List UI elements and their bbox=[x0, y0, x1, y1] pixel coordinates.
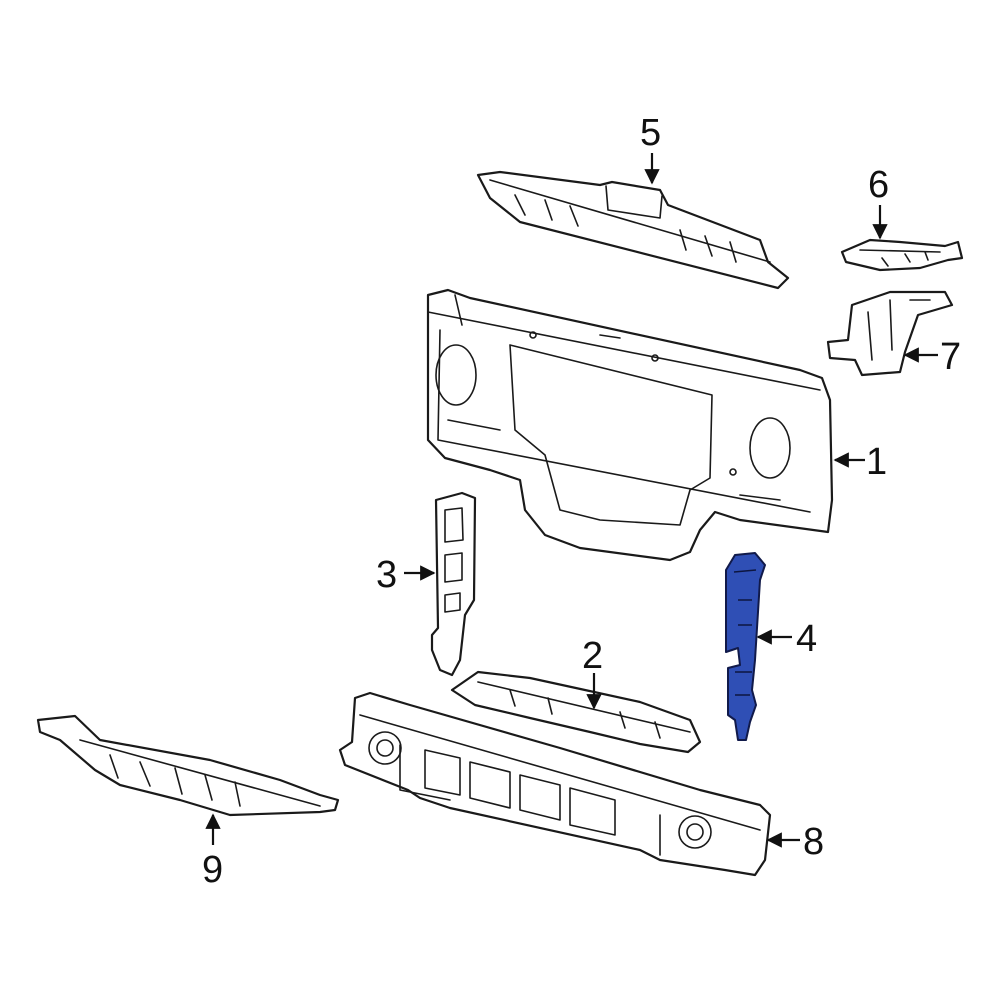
part-1-radiator-support[interactable] bbox=[426, 288, 834, 562]
part-2-air-deflector[interactable] bbox=[450, 670, 702, 754]
part-9-side-deflector[interactable] bbox=[36, 714, 340, 817]
part-3-left-bracket[interactable] bbox=[430, 491, 477, 677]
callout-number-6: 6 bbox=[868, 164, 889, 206]
part-5-upper-tie-bar[interactable] bbox=[476, 170, 790, 290]
callout-number-3: 3 bbox=[376, 554, 397, 596]
callout-number-4: 4 bbox=[796, 618, 817, 660]
callout-number-9: 9 bbox=[202, 849, 223, 891]
callout-number-7: 7 bbox=[940, 336, 961, 378]
callout-number-8: 8 bbox=[803, 821, 824, 863]
part-4-right-bracket-highlighted[interactable] bbox=[725, 552, 766, 741]
callout-number-1: 1 bbox=[866, 441, 887, 483]
callout-number-5: 5 bbox=[640, 112, 661, 154]
part-8-grille-support[interactable] bbox=[338, 691, 772, 877]
callout-number-2: 2 bbox=[582, 635, 603, 677]
part-6-upper-bracket[interactable] bbox=[840, 238, 964, 272]
part-7-side-bracket[interactable] bbox=[826, 290, 954, 377]
